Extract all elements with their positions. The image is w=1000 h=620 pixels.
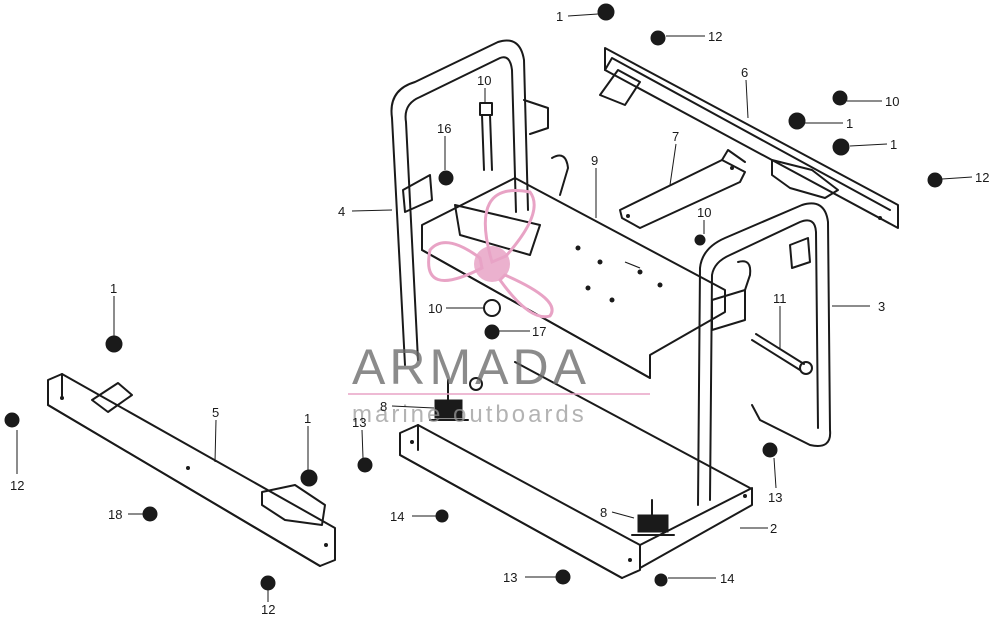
- left-tube-frame: [390, 39, 549, 366]
- bracket-7: [619, 149, 746, 229]
- bolt-11: [751, 333, 813, 375]
- callout-1: 1: [846, 116, 853, 131]
- center-plate: [421, 154, 726, 379]
- bolt-10-vertical: [479, 102, 493, 171]
- bolt-12-bottom: [260, 575, 276, 591]
- mount-8-upper: [429, 377, 483, 421]
- callout-3: 3: [878, 299, 885, 314]
- leader: [351, 209, 393, 212]
- bolt-10-right: [832, 90, 848, 106]
- nut-small-center: [694, 234, 706, 246]
- callout-11: 11: [773, 291, 787, 306]
- leader: [745, 79, 749, 119]
- callout-18: 18: [108, 507, 122, 522]
- callout-10: 10: [885, 94, 899, 109]
- mount-8-lower: [631, 499, 675, 536]
- callout-10: 10: [428, 301, 442, 316]
- bolt-13-a: [357, 457, 373, 473]
- callout-1: 1: [110, 281, 117, 296]
- nut-14-a: [435, 509, 449, 523]
- callout-4: 4: [338, 204, 345, 219]
- callout-17: 17: [532, 324, 546, 339]
- bolt-12-top: [650, 30, 666, 46]
- propeller-logo: [427, 189, 554, 319]
- top-right-rail: [599, 47, 899, 229]
- bolt-13-b: [762, 442, 778, 458]
- right-tube-frame: [697, 202, 832, 506]
- callout-12: 12: [10, 478, 24, 493]
- callout-1: 1: [304, 411, 311, 426]
- leader: [611, 511, 635, 519]
- nut-1-a: [788, 112, 806, 130]
- bolt-12-left: [4, 412, 20, 428]
- callout-1: 1: [556, 9, 563, 24]
- nut-1-top: [597, 3, 615, 21]
- bolt-12-right: [927, 172, 943, 188]
- nut-1-b: [832, 138, 850, 156]
- leader: [773, 457, 777, 489]
- brand-watermark: ARMADA: [352, 339, 590, 395]
- callout-12: 12: [708, 29, 722, 44]
- callout-14: 14: [390, 509, 404, 524]
- leader: [567, 13, 599, 17]
- bolt-18: [142, 506, 158, 522]
- leader: [849, 143, 888, 147]
- leader: [669, 143, 677, 186]
- callout-14: 14: [720, 571, 734, 586]
- bolt-13-c: [555, 569, 571, 585]
- callout-12: 12: [975, 170, 989, 185]
- nut-1-left: [105, 335, 123, 353]
- base-rail: [399, 361, 753, 579]
- callout-9: 9: [591, 153, 598, 168]
- callout-8: 8: [380, 399, 387, 414]
- callout-13: 13: [768, 490, 782, 505]
- callout-13: 13: [503, 570, 517, 585]
- washer-10: [483, 299, 501, 317]
- callout-5: 5: [212, 405, 219, 420]
- callout-16: 16: [437, 121, 451, 136]
- callout-8: 8: [600, 505, 607, 520]
- callout-13: 13: [352, 415, 366, 430]
- nut-1-rail: [300, 469, 318, 487]
- callout-12: 12: [261, 602, 275, 617]
- callout-6: 6: [741, 65, 748, 80]
- callout-15: 10: [697, 205, 711, 220]
- leader: [361, 429, 364, 459]
- callout-7: 7: [672, 129, 679, 144]
- leader: [941, 176, 973, 180]
- leader: [391, 405, 435, 409]
- callout-10: 10: [477, 73, 491, 88]
- tagline-watermark: marine outboards: [352, 401, 587, 428]
- left-rail: [47, 373, 336, 567]
- callout-2: 2: [770, 521, 777, 536]
- callout-1: 1: [890, 137, 897, 152]
- leader: [214, 419, 217, 463]
- nut-17: [484, 324, 500, 340]
- nut-16: [438, 170, 454, 186]
- nut-14-b: [654, 573, 668, 587]
